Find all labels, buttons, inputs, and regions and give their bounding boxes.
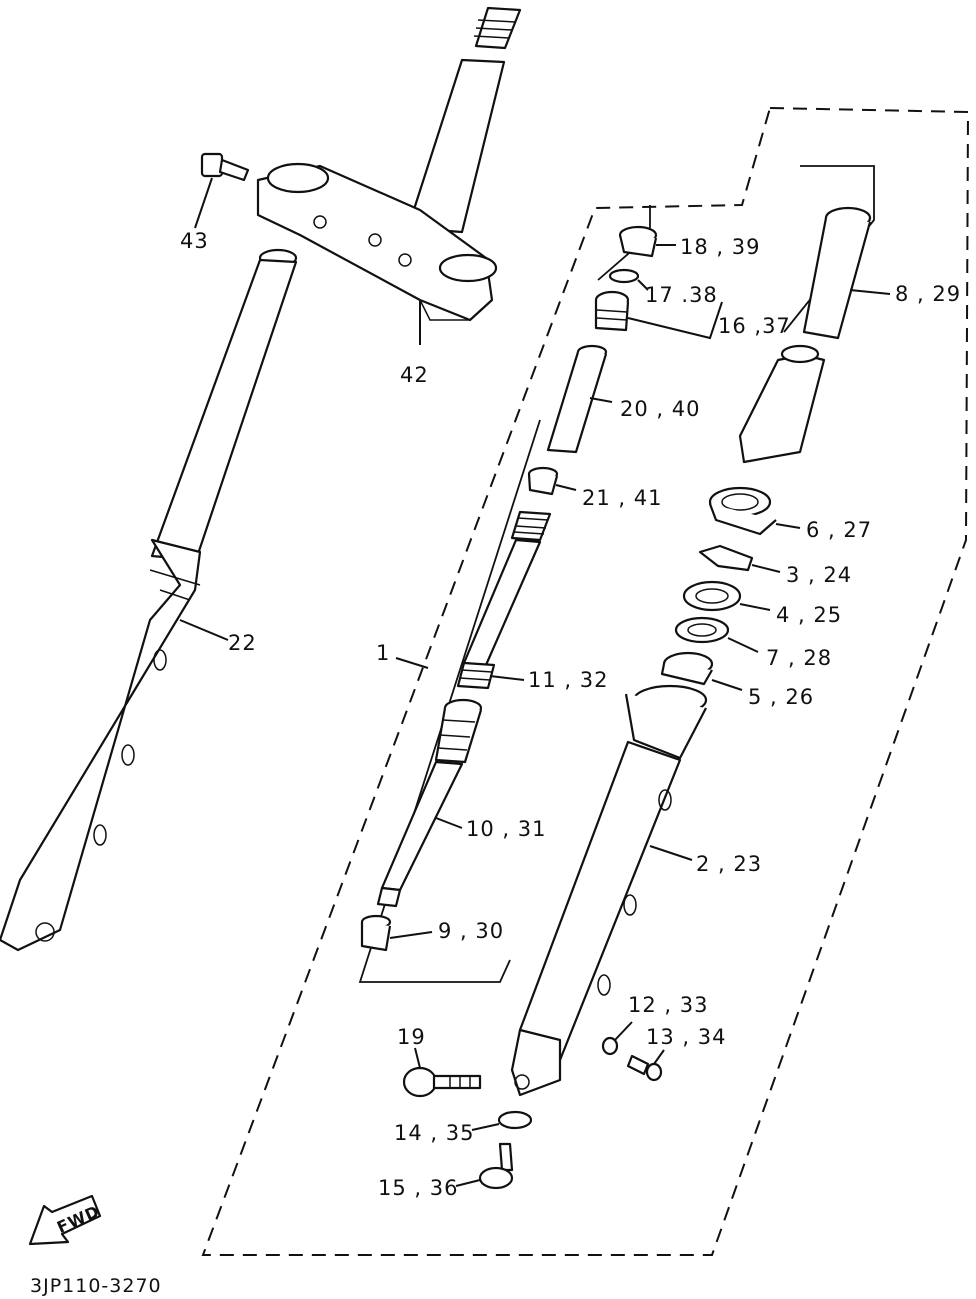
label-9-30: 9 , 30 xyxy=(438,919,504,943)
label-3-24: 3 , 24 xyxy=(786,563,852,587)
screw-13-part xyxy=(626,1049,665,1082)
label-17-38: 17 .38 xyxy=(645,283,718,307)
label-21-41: 21 , 41 xyxy=(582,486,662,510)
bolt-19-part xyxy=(402,1047,482,1098)
inner-tube-8-part xyxy=(738,206,891,464)
assembly-outline-dashed xyxy=(201,106,970,1256)
label-14-35: 14 , 35 xyxy=(394,1121,474,1145)
label-18-39: 18 , 39 xyxy=(680,235,760,259)
bushing-5-part xyxy=(660,651,743,691)
outer-tube-2-part xyxy=(510,684,708,1097)
label-19: 19 xyxy=(397,1025,426,1049)
fwd-arrow-icon: FWD xyxy=(28,1194,103,1246)
label-42: 42 xyxy=(400,363,429,387)
steering-stem-part xyxy=(256,6,522,345)
cap-bolt-16-part xyxy=(594,290,723,340)
washer-14-part xyxy=(471,1110,533,1131)
rod-10-part xyxy=(376,698,483,908)
drain-bolt-15-part xyxy=(455,1142,514,1190)
o-ring-17-part xyxy=(608,268,649,291)
clip-3-part xyxy=(698,544,781,573)
dust-seal-6-part xyxy=(708,486,801,536)
left-fork-leg-part xyxy=(0,248,298,952)
label-2-23: 2 , 23 xyxy=(696,852,762,876)
damper-rod-11-part xyxy=(456,510,552,690)
leader-1 xyxy=(395,657,429,669)
label-6-27: 6 , 27 xyxy=(806,518,872,542)
label-4-25: 4 , 25 xyxy=(776,603,842,627)
label-11-32: 11 , 32 xyxy=(528,668,608,692)
oil-lock-9-part xyxy=(360,914,433,952)
label-7-28: 7 , 28 xyxy=(766,646,832,670)
label-16-37: 16 ,37 xyxy=(718,314,791,338)
label-43: 43 xyxy=(180,229,209,253)
label-10-31: 10 , 31 xyxy=(466,817,546,841)
label-1: 1 xyxy=(376,641,390,665)
oil-seal-4-part xyxy=(682,580,771,612)
label-20-40: 20 , 40 xyxy=(620,397,700,421)
cap-bolt-18-part xyxy=(618,225,676,258)
spacer-20-part xyxy=(546,344,613,454)
washer-7-part xyxy=(674,616,759,653)
bolt-43-part xyxy=(194,152,250,229)
label-22: 22 xyxy=(228,631,257,655)
label-13-34: 13 , 34 xyxy=(646,1025,726,1049)
washer-12-part xyxy=(601,1021,633,1056)
label-12-33: 12 , 33 xyxy=(628,993,708,1017)
label-8-29: 8 , 29 xyxy=(895,282,961,306)
label-15-36: 15 , 36 xyxy=(378,1176,458,1200)
drawing-code: 3JP110-3270 xyxy=(30,1275,162,1297)
label-5-26: 5 , 26 xyxy=(748,685,814,709)
seat-21-part xyxy=(527,466,577,496)
